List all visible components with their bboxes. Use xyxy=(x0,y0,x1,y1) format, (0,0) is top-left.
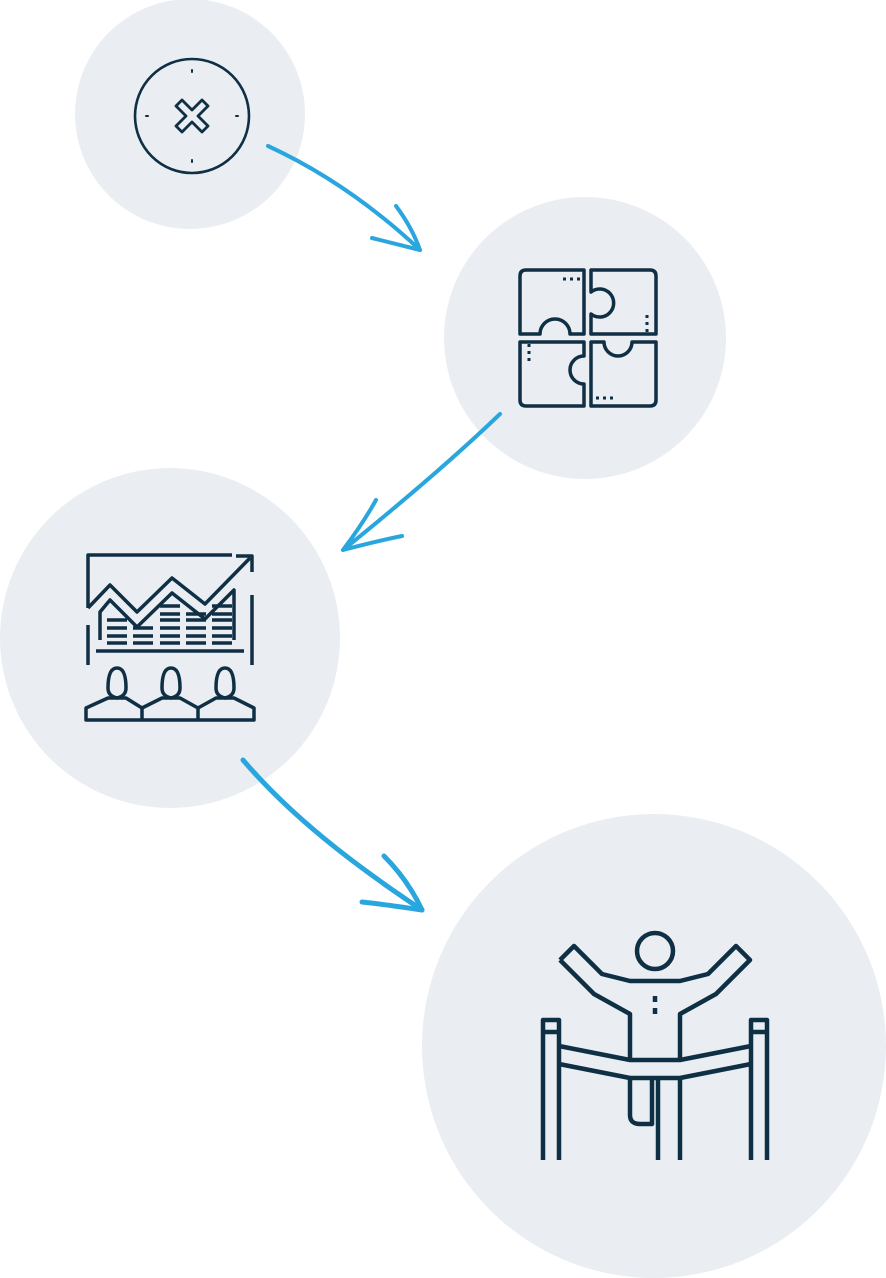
growth-chart-team-icon xyxy=(84,553,256,722)
step-1-circle xyxy=(75,0,305,229)
connector-arrows xyxy=(240,144,502,913)
arrow-2-to-3 xyxy=(341,412,502,552)
step-2-circle xyxy=(444,197,726,479)
finish-line-winner-icon xyxy=(540,930,770,1160)
arrow-3-to-4 xyxy=(240,757,425,913)
team-people xyxy=(84,666,256,722)
x-mark-circle-icon xyxy=(133,57,251,175)
puzzle-icon xyxy=(518,268,658,408)
step-3-circle xyxy=(0,468,340,808)
step-4-circle xyxy=(422,814,886,1278)
arrow-1-to-2 xyxy=(266,144,422,252)
